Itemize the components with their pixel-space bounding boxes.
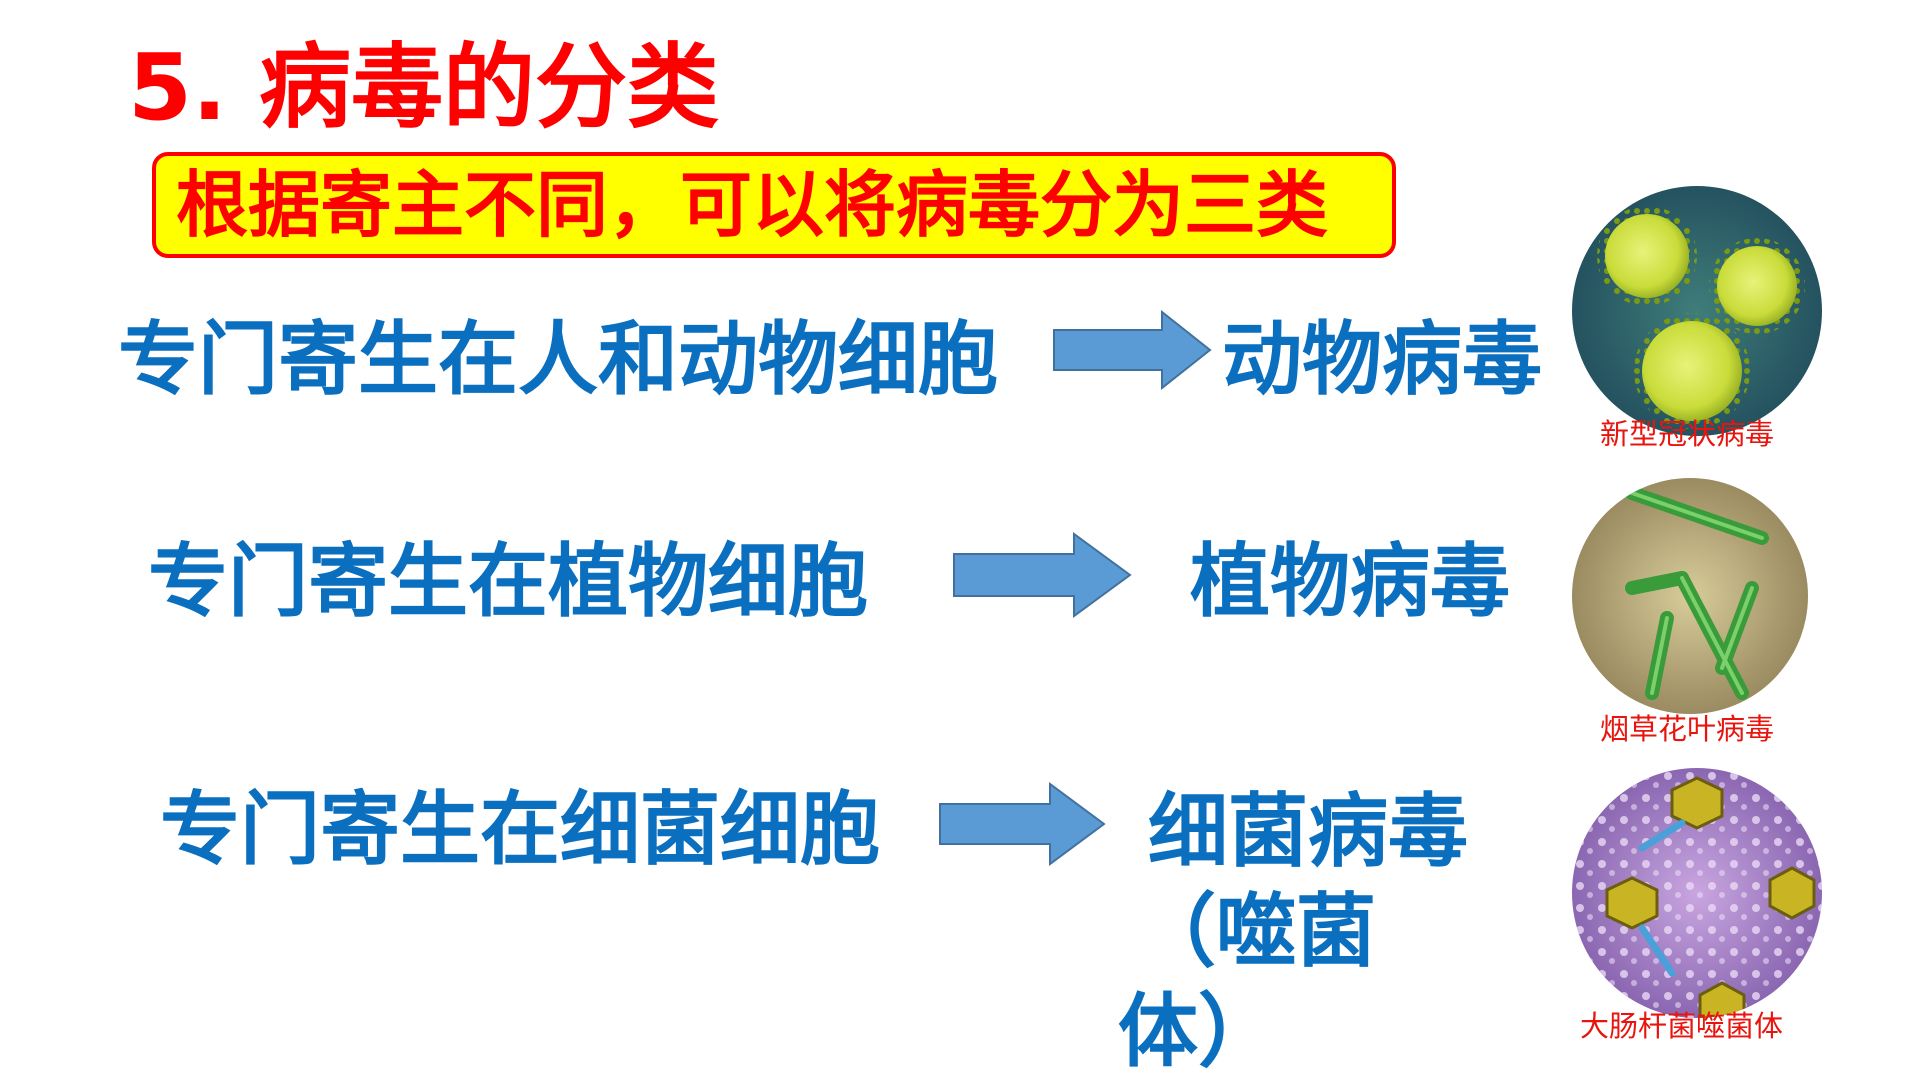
virus-type-bacterial-line-3: 体） [1118,985,1278,1078]
subtitle-text: 根据寄主不同，可以将病毒分为三类 [176,163,1329,247]
caption-tobacco-mosaic-virus: 烟草花叶病毒 [1600,712,1775,746]
host-bacterial-cell: 专门寄生在细菌细胞 [160,783,880,876]
bacteriophage-micrograph-icon [1572,768,1822,1018]
virus-type-bacterial: 细菌病毒 （噬菌 体） [1118,782,1468,1082]
host-plant-cell: 专门寄生在植物细胞 [148,535,868,628]
virus-type-bacterial-line-1: 细菌病毒 [1148,785,1468,878]
coronavirus-micrograph-icon [1572,186,1822,436]
page-title: 5. 病毒的分类 [128,34,719,141]
caption-bacteriophage: 大肠杆菌噬菌体 [1580,1009,1784,1043]
tobacco-mosaic-virus-micrograph-icon [1572,478,1808,714]
host-animal-cell: 专门寄生在人和动物细胞 [118,313,998,406]
virus-type-plant: 植物病毒 [1190,535,1510,628]
caption-coronavirus: 新型冠状病毒 [1600,417,1775,451]
arrow-right-icon [939,782,1106,866]
arrow-right-icon [953,532,1132,618]
subtitle-callout: 根据寄主不同，可以将病毒分为三类 [152,152,1396,258]
arrow-right-icon [1053,310,1212,390]
virus-type-bacterial-line-2: （噬菌 [1136,885,1376,978]
virus-type-animal: 动物病毒 [1222,313,1542,406]
